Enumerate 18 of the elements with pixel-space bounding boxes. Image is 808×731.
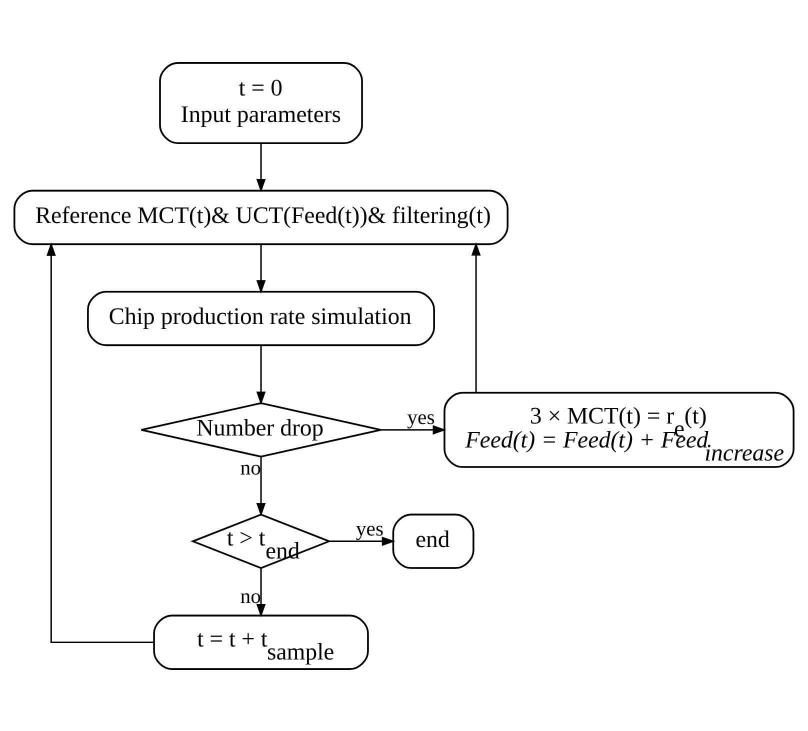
edge-label: yes — [356, 517, 384, 540]
node-box: Chip production rate simulation — [87, 290, 435, 346]
edge-label: yes — [407, 406, 435, 429]
arrow — [471, 242, 481, 392]
edge-label: no — [240, 584, 261, 608]
arrow — [256, 568, 266, 617]
node-box: t = 0 Input parameters — [159, 62, 363, 144]
node-diamond: Number drop — [140, 402, 382, 458]
arrow — [380, 424, 446, 434]
arrow — [256, 344, 266, 405]
arrow — [256, 143, 266, 192]
arrow — [256, 244, 266, 294]
arrow — [46, 242, 154, 643]
arrow — [329, 536, 396, 546]
node-box: Reference MCT(t)& UCT(Feed(t))& filtering(t) — [14, 189, 509, 245]
arrow — [256, 456, 266, 516]
node-box: end — [392, 513, 474, 568]
edge-label: no — [240, 456, 261, 480]
